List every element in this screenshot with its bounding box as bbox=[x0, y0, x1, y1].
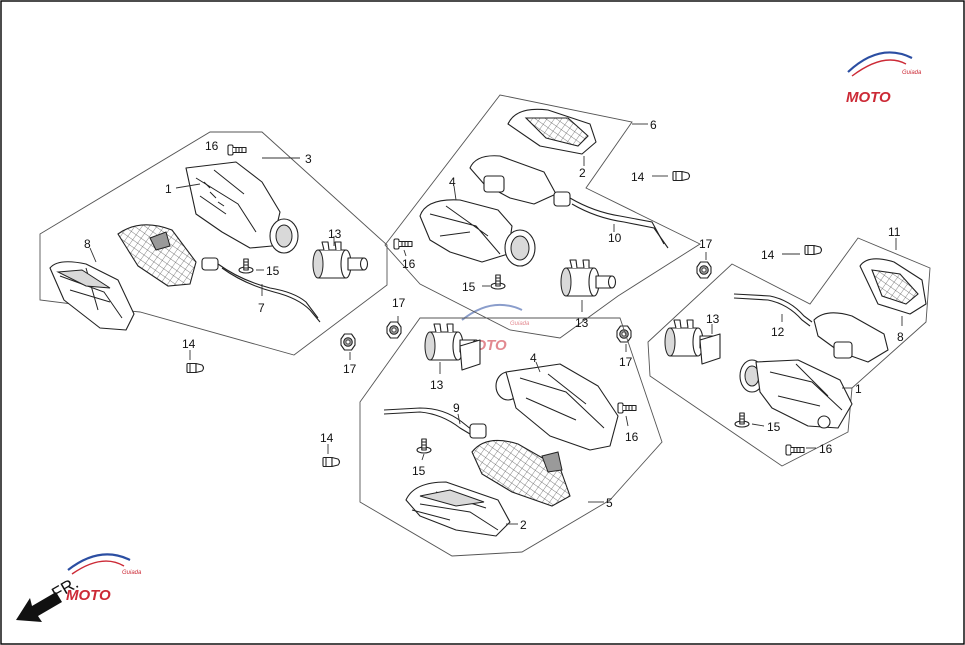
callout-14b: 14 bbox=[631, 170, 645, 184]
turn-signal-reflector-bottom bbox=[471, 439, 571, 507]
callout-g3-16: 16 bbox=[205, 139, 219, 153]
callout-g5-13: 13 bbox=[430, 378, 444, 392]
nut-icon-b bbox=[696, 261, 712, 279]
turn-signal-wire-bottom bbox=[383, 407, 487, 439]
group-label-6: 6 bbox=[650, 118, 657, 132]
brand-wordmark-bottom: MOTO bbox=[66, 587, 111, 604]
brand-logo-top: MOTO Guiada bbox=[846, 51, 922, 106]
callout-g11-1: 1 bbox=[855, 382, 862, 396]
callout-14d: 14 bbox=[761, 248, 775, 262]
callout-g11-8: 8 bbox=[897, 330, 904, 344]
group-11-outline: 11 bbox=[647, 225, 931, 467]
callout-g3-8: 8 bbox=[84, 237, 91, 251]
callout-g6-10: 10 bbox=[608, 231, 622, 245]
brand-tagline-top: Guiada bbox=[902, 70, 922, 76]
callout-g5-2: 2 bbox=[520, 518, 527, 532]
callout-g11-16: 16 bbox=[819, 442, 833, 456]
screw-icon-g5 bbox=[617, 402, 637, 414]
turn-signal-housing-mid bbox=[419, 199, 536, 267]
callout-g3-1: 1 bbox=[165, 182, 172, 196]
brand-tagline-bottom: Guiada bbox=[122, 570, 142, 576]
callout-g5-16: 16 bbox=[625, 430, 639, 444]
brand-tagline-center: Guiada bbox=[510, 321, 530, 327]
turn-signal-holder bbox=[469, 155, 557, 205]
bulb-icon-d bbox=[804, 244, 823, 256]
bulb-icon-b bbox=[672, 170, 691, 182]
bulb-icon-a bbox=[186, 362, 205, 374]
brand-wordmark-top: MOTO bbox=[846, 89, 891, 106]
group-label-5: 5 bbox=[606, 496, 613, 510]
group-label-3: 3 bbox=[305, 152, 312, 166]
callout-17a: 17 bbox=[343, 362, 357, 376]
nut-icon-a bbox=[340, 333, 356, 351]
turn-signal-wire-right bbox=[733, 293, 813, 327]
turn-signal-holder-right bbox=[813, 312, 889, 363]
turn-signal-reflector bbox=[117, 224, 197, 287]
turn-signal-housing-right bbox=[739, 359, 853, 429]
screw-icon-g6 bbox=[393, 238, 413, 250]
turn-signal-wire-mid bbox=[553, 191, 669, 249]
callout-g11-12: 12 bbox=[771, 325, 785, 339]
callout-14c: 14 bbox=[320, 431, 334, 445]
screw-icon-g11 bbox=[785, 444, 805, 456]
callout-g5-4: 4 bbox=[530, 351, 537, 365]
callout-g3-13: 13 bbox=[328, 227, 342, 241]
callout-g5-9: 9 bbox=[453, 401, 460, 415]
callout-g6-15: 15 bbox=[462, 280, 476, 294]
washer-screw-icon-g3 bbox=[238, 258, 254, 274]
bulb-socket-icon-g3 bbox=[312, 241, 369, 279]
callout-g3-15: 15 bbox=[266, 264, 280, 278]
group-5-outline: 5 bbox=[359, 317, 663, 557]
washer-screw-icon-g6 bbox=[490, 274, 506, 290]
turn-signal-housing bbox=[185, 161, 299, 254]
callout-17d: 17 bbox=[619, 355, 633, 369]
turn-signal-lens-bottom bbox=[405, 481, 511, 537]
bulb-icon-c bbox=[322, 456, 341, 468]
callout-17c: 17 bbox=[392, 296, 406, 310]
washer-screw-icon-g11 bbox=[734, 412, 750, 428]
callout-g6-2: 2 bbox=[579, 166, 586, 180]
group-6-outline: 6 bbox=[384, 94, 701, 339]
callout-g6-13: 13 bbox=[575, 316, 589, 330]
turn-signal-lens bbox=[49, 261, 135, 331]
washer-screw-icon-g5 bbox=[416, 438, 432, 454]
callout-14a: 14 bbox=[182, 337, 196, 351]
screw-icon-g3 bbox=[227, 144, 247, 156]
arrow-down-left-icon bbox=[16, 592, 62, 622]
nut-icon-c bbox=[386, 321, 402, 339]
turn-signal-housing-bottom bbox=[495, 363, 619, 451]
group-label-11: 11 bbox=[888, 225, 901, 239]
callout-g6-4: 4 bbox=[449, 175, 456, 189]
nut-icon-d bbox=[616, 325, 632, 343]
callout-17b: 17 bbox=[699, 237, 713, 251]
bulb-socket-icon-g6 bbox=[560, 259, 617, 297]
brand-logo-bottom: MOTO Guiada bbox=[66, 553, 142, 604]
turn-signal-wire bbox=[201, 257, 321, 323]
callout-g6-16: 16 bbox=[402, 257, 416, 271]
callout-g3-7: 7 bbox=[258, 301, 265, 315]
callout-g11-15: 15 bbox=[767, 420, 781, 434]
callout-g11-13: 13 bbox=[706, 312, 720, 326]
callout-g5-15: 15 bbox=[412, 464, 426, 478]
turn-signal-lens-top bbox=[507, 108, 597, 155]
turn-signal-lens-right bbox=[859, 258, 927, 315]
